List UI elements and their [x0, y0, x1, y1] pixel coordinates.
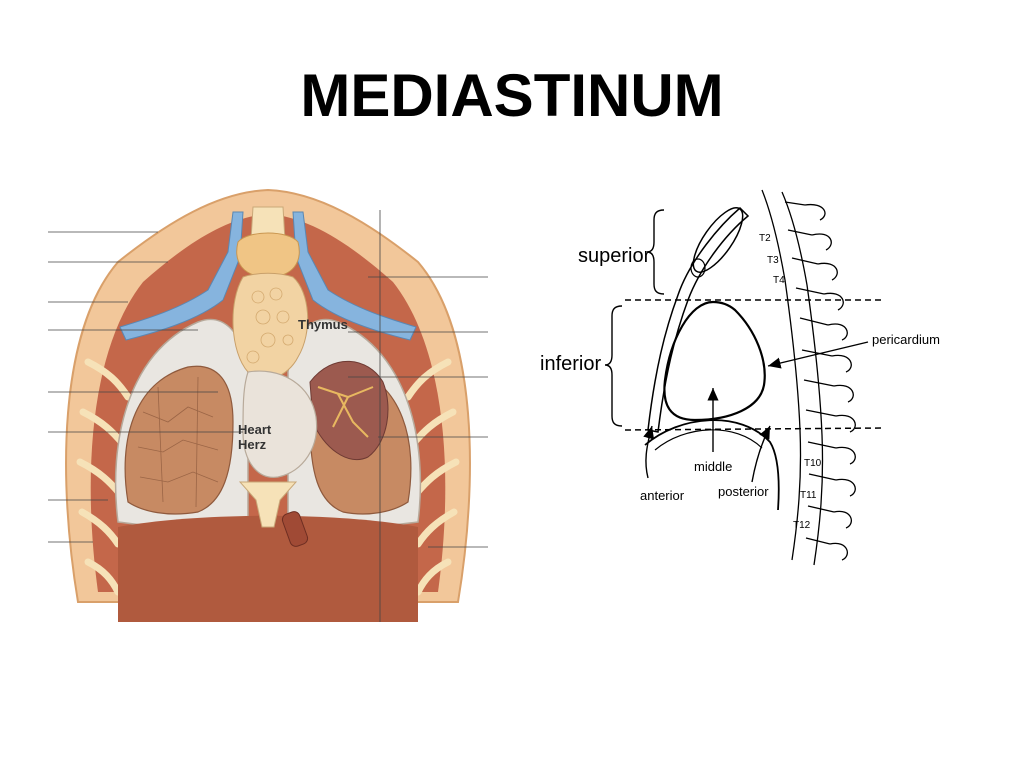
heart	[242, 370, 318, 478]
bronchial-branches	[317, 386, 374, 438]
vertebra-label-t10: T10	[804, 458, 822, 469]
label-pericardium: pericardium	[872, 332, 940, 347]
pericardium-outline	[663, 300, 766, 422]
label-superior: superior	[578, 245, 651, 267]
vertebra-label-t11: T11	[800, 490, 817, 501]
leader-lines	[48, 210, 488, 622]
vertebra-label-t2: T2	[759, 233, 771, 244]
slide-title: MEDIASTINUM	[300, 62, 724, 129]
label-middle: middle	[694, 459, 732, 474]
xiphoid	[238, 481, 298, 528]
label-thymus: Thymus	[298, 317, 348, 332]
esophagus	[281, 511, 309, 547]
vertebra-label-t4: T4	[773, 275, 785, 286]
posterior-arrow	[751, 425, 771, 483]
label-posterior: posterior	[718, 484, 769, 499]
right-lung-texture	[137, 376, 219, 508]
thymus-lobules	[246, 287, 294, 364]
diaphragm	[118, 515, 418, 622]
anterior-arrow	[643, 425, 655, 479]
sternum	[647, 206, 750, 433]
label-heart: Heart	[238, 422, 272, 437]
brachiocephalic-veins	[119, 211, 244, 341]
label-inferior: inferior	[540, 353, 601, 375]
vertebra-label-t12: T12	[793, 520, 811, 531]
manubrium	[692, 207, 744, 273]
label-herz: Herz	[238, 437, 267, 452]
thymus	[232, 272, 309, 380]
thorax-anatomy-illustration: Thymus Heart Herz	[48, 188, 488, 622]
inferior-bracket	[604, 305, 623, 427]
mediastinum-schematic: superior inferior pericardium middle ant…	[540, 189, 940, 566]
left-lung-cut-surface	[309, 360, 389, 461]
superior-bracket	[646, 209, 665, 295]
vertebral-column	[761, 189, 856, 566]
vertebra-label-t3: T3	[767, 255, 779, 266]
label-anterior: anterior	[640, 488, 685, 503]
pericardium-arrow	[767, 341, 869, 369]
